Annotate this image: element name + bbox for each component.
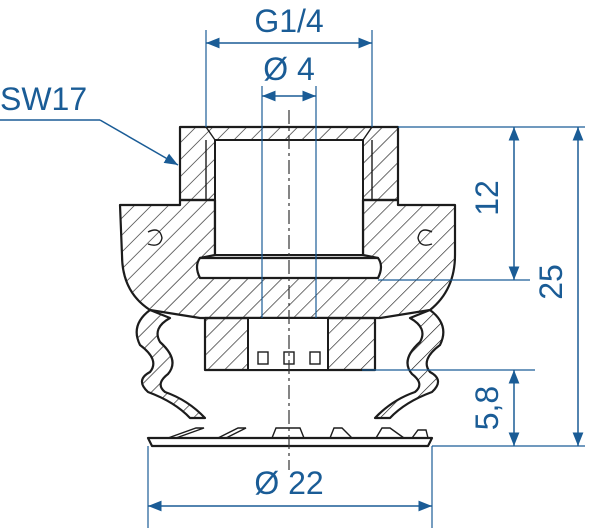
lip-height-label: 5,8 xyxy=(469,386,505,430)
bellows-left-wall xyxy=(135,308,207,420)
part-section xyxy=(118,125,457,448)
thread-label: G1/4 xyxy=(254,3,323,39)
lip-section xyxy=(146,436,434,448)
dim-wrench: SW17 xyxy=(0,81,179,166)
bore-label: Ø 4 xyxy=(263,51,315,87)
lip-ribs xyxy=(167,427,429,439)
dim-overall-height: 25 xyxy=(432,127,585,447)
overall-height-label: 25 xyxy=(533,264,569,300)
dim-thread: G1/4 xyxy=(205,3,373,127)
dim-thread-depth: 12 xyxy=(378,126,585,281)
wrench-label: SW17 xyxy=(0,81,87,117)
dim-bore: Ø 4 xyxy=(261,51,317,318)
cup-diameter-label: Ø 22 xyxy=(254,465,323,501)
dim-lip-height: 5,8 xyxy=(362,369,535,446)
bellows-right-wall xyxy=(373,308,445,420)
thread-depth-label: 12 xyxy=(469,180,505,216)
dim-cup-diameter: Ø 22 xyxy=(147,446,433,528)
